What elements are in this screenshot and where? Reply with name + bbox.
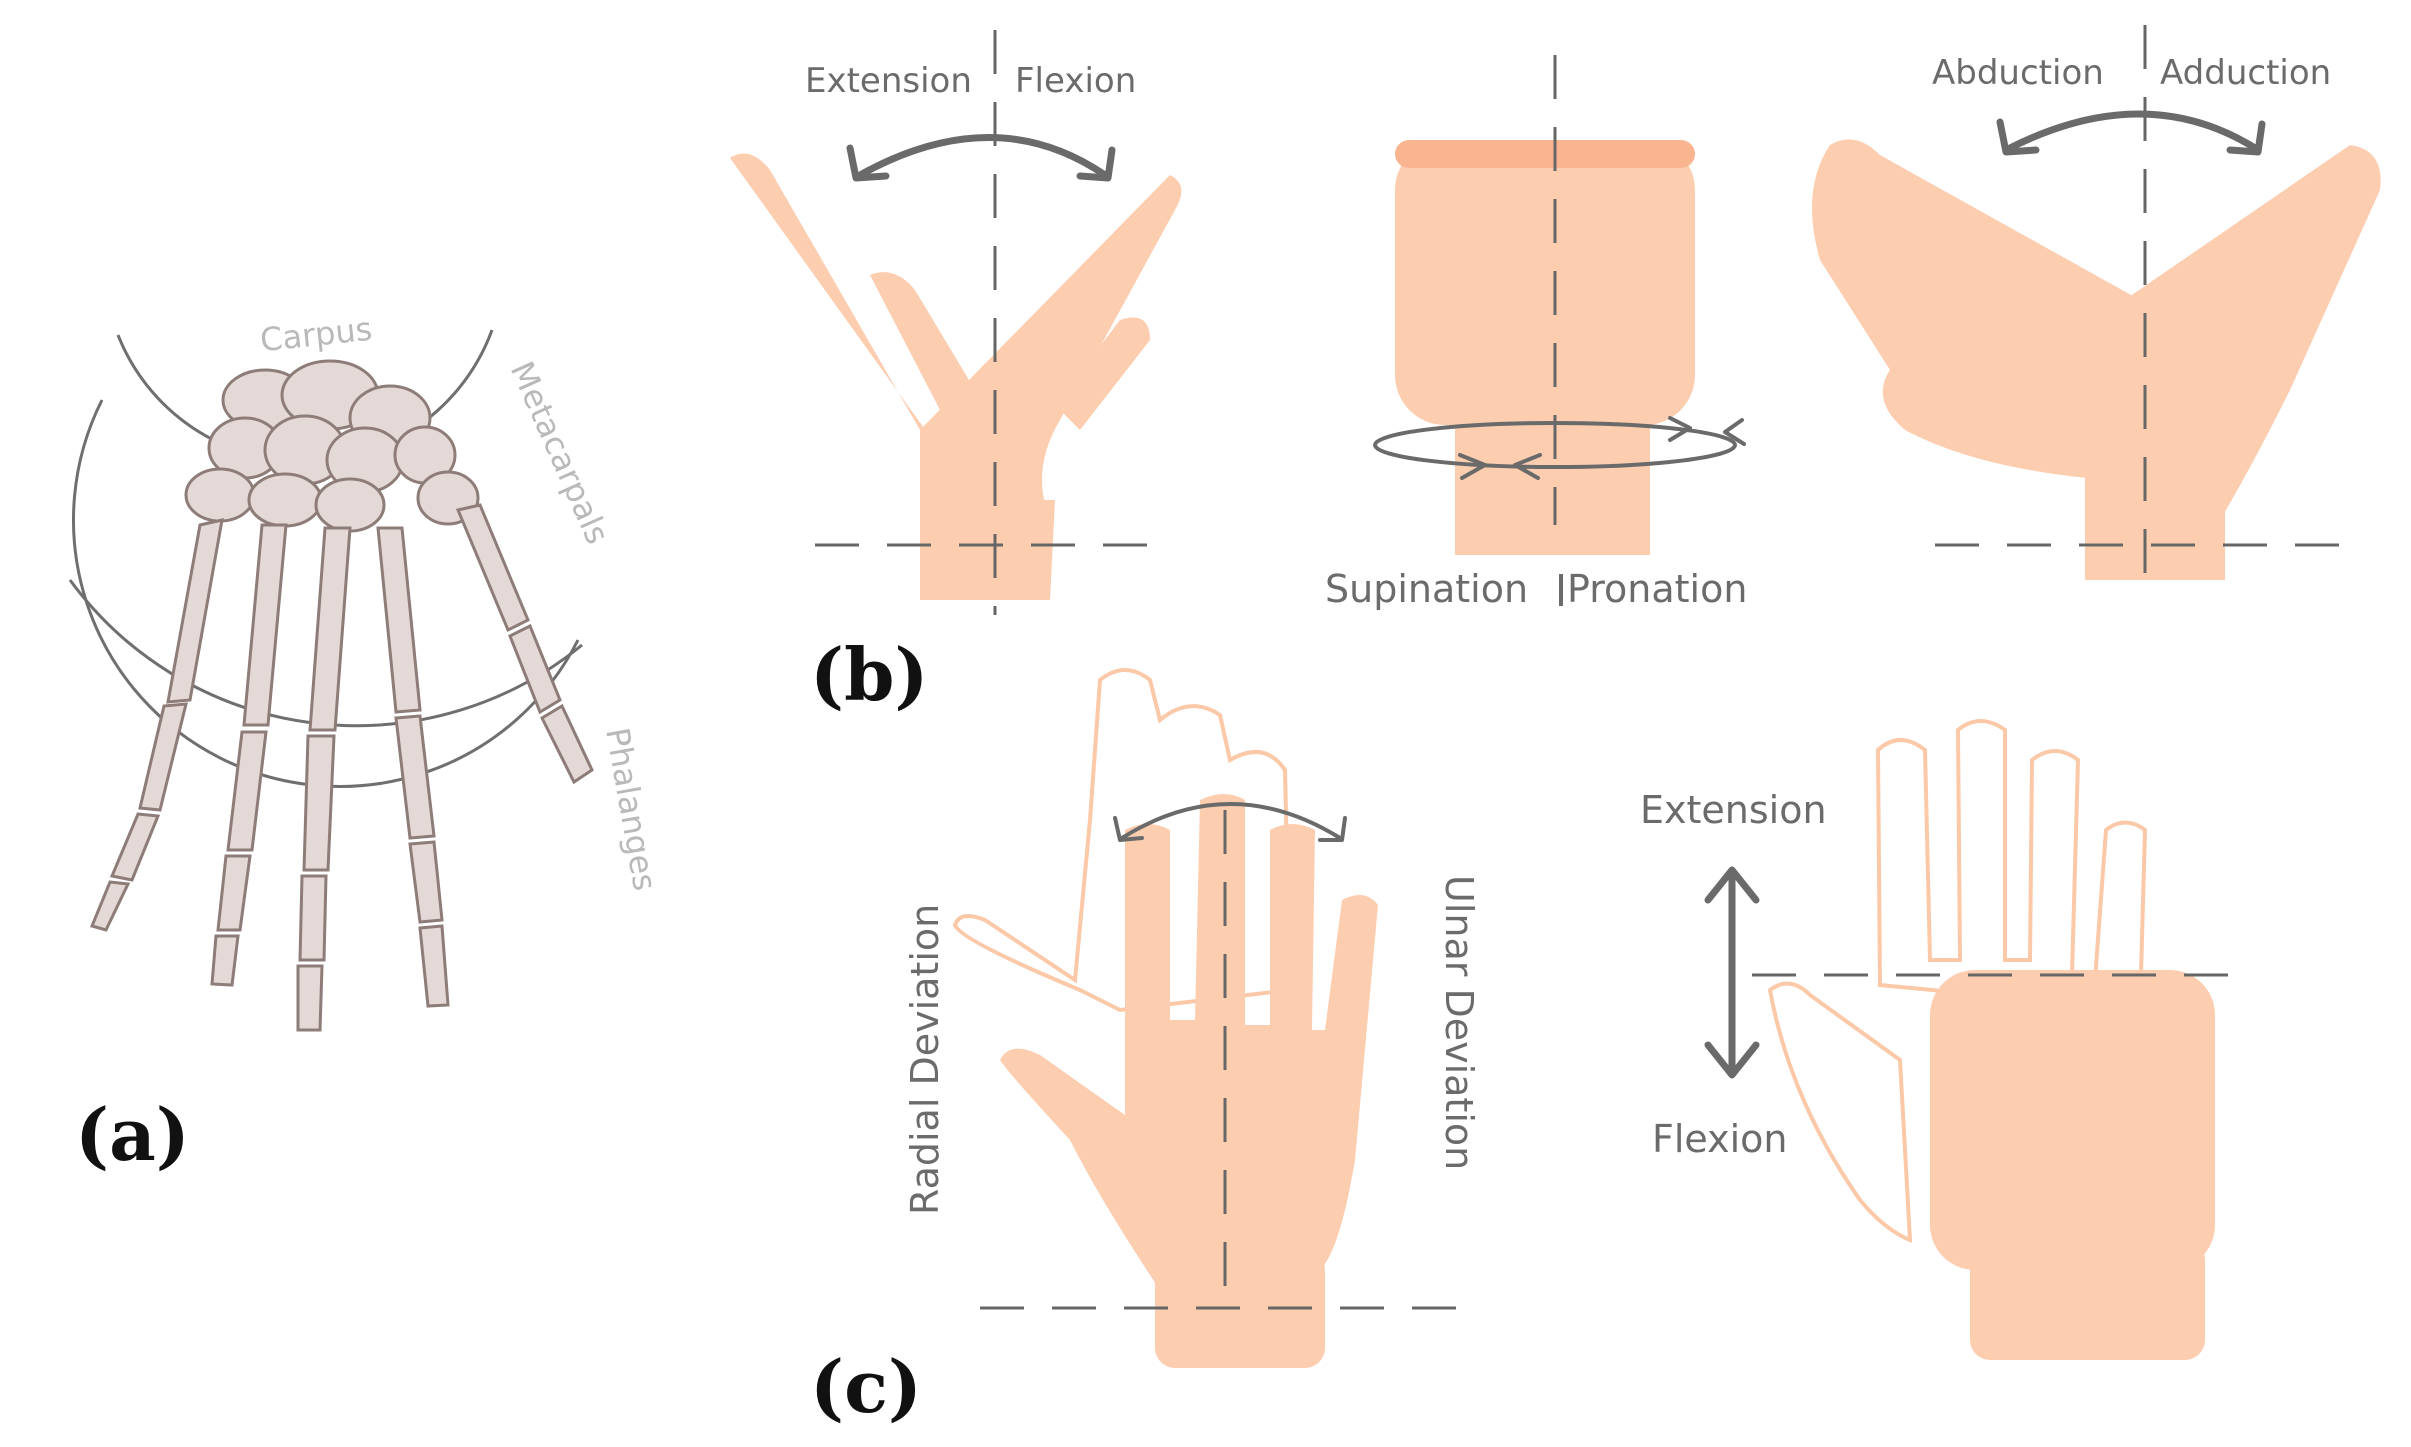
- hand-skeleton-illustration: Carpus Metacarpals Phalanges: [68, 310, 664, 1032]
- extended-fingers-outline: [1875, 719, 2148, 1013]
- finger-flexion-label: Flexion: [1652, 1117, 1788, 1161]
- pronation-label: Pronation: [1567, 567, 1747, 611]
- finger-extension-label: Extension: [1640, 788, 1827, 832]
- extended-hand: [730, 153, 990, 601]
- c2-forearm: [1970, 1240, 2205, 1360]
- phalanx-bones: [89, 623, 594, 1032]
- supination-pronation-figure: Supination Pronation: [1325, 55, 1747, 611]
- panel-a-label: (a): [75, 1092, 190, 1177]
- rotation-divider: [1559, 574, 1563, 606]
- deviation-arrow: [1120, 802, 1342, 840]
- radial-ulnar-deviation-figure: Radial Deviation Ulnar Deviation: [903, 668, 1481, 1368]
- extension-label: Extension: [805, 61, 972, 101]
- adduction-label: Adduction: [2160, 53, 2331, 93]
- finger-flexion-extension-figure: Extension Flexion: [1640, 719, 2245, 1360]
- adducted-hand: [2090, 145, 2381, 520]
- fist-back: [1395, 140, 1695, 425]
- flexion-label: Flexion: [1015, 61, 1136, 101]
- flexion-extension-figure: Extension Flexion: [730, 30, 1182, 615]
- panel-b-label: (b): [810, 632, 928, 717]
- rotation-arrow-ring: [1373, 421, 1737, 469]
- neutral-hand: [1000, 794, 1378, 1290]
- carpus-label: Carpus: [258, 310, 374, 360]
- metacarpals-region-arc: [71, 399, 580, 789]
- thumb-outline: [1767, 981, 1913, 1244]
- carpal-bones: [184, 359, 480, 533]
- supination-label: Supination: [1325, 567, 1528, 611]
- abduction-adduction-figure: Abduction Adduction: [1812, 25, 2381, 590]
- phalanges-label: Phalanges: [598, 725, 664, 894]
- flexion-extension-arrow: [856, 134, 1109, 179]
- flexed-hand: [920, 175, 1182, 520]
- metacarpals-label: Metacarpals: [503, 356, 617, 550]
- radial-deviation-label: Radial Deviation: [903, 904, 947, 1215]
- abduction-adduction-arrow: [2006, 110, 2259, 152]
- panel-c-label: (c): [810, 1344, 922, 1429]
- closed-fist: [1930, 970, 2215, 1270]
- abducted-hand: [1812, 139, 2140, 480]
- ulnar-deviation-label: Ulnar Deviation: [1437, 875, 1481, 1170]
- metacarpal-bones: [166, 503, 530, 732]
- abduction-label: Abduction: [1932, 53, 2104, 93]
